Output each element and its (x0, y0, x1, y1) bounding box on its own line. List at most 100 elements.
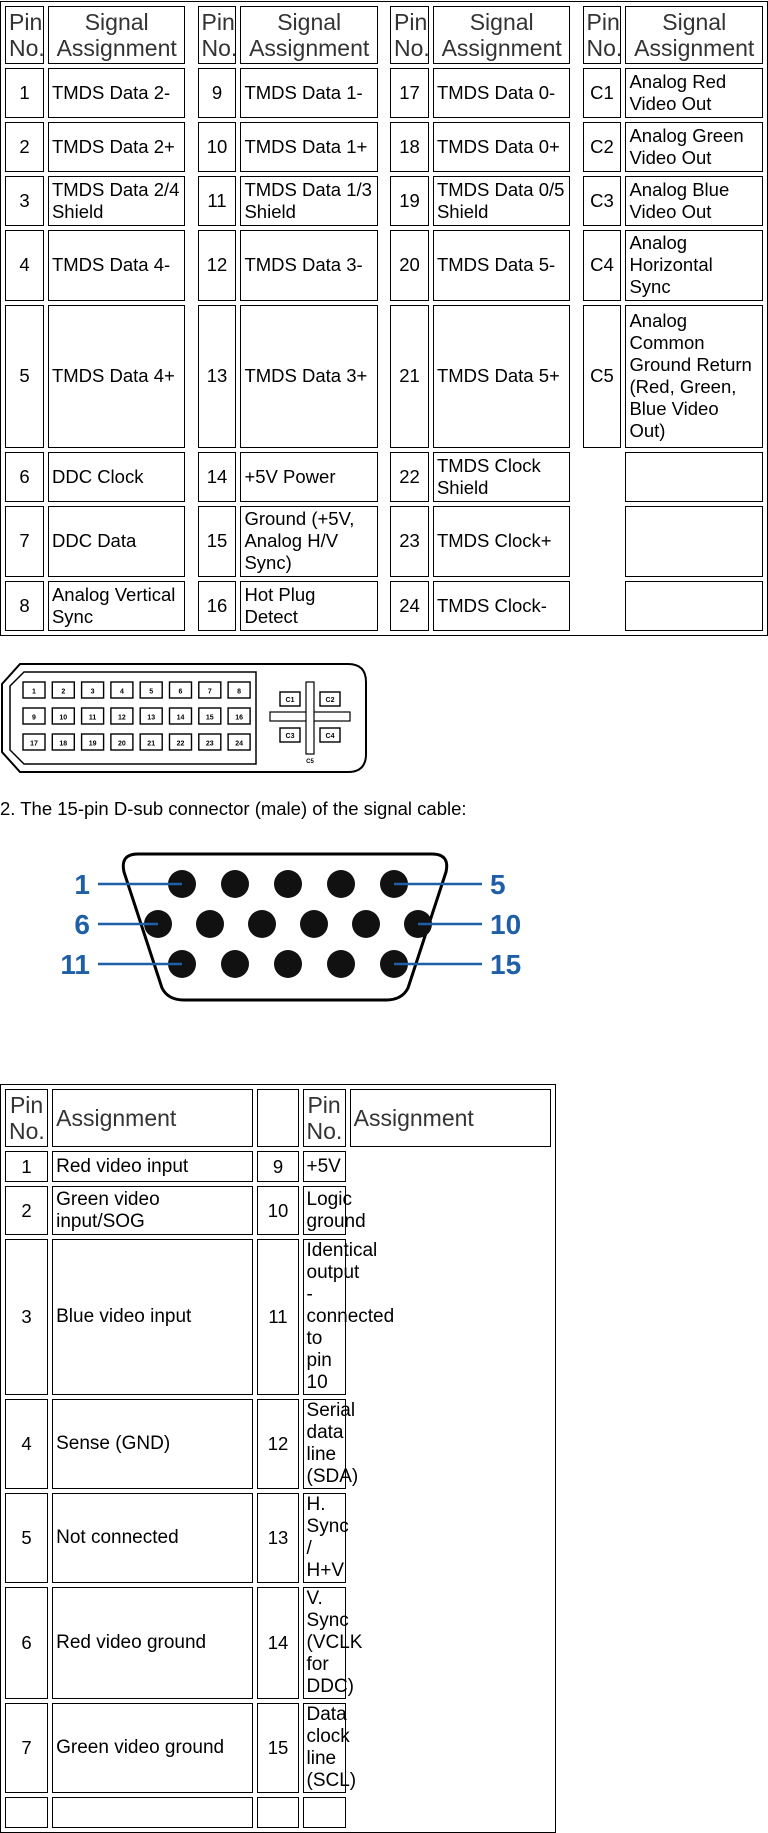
vga-pin-number-label: 6 (74, 909, 90, 940)
dvi-pin-label: 14 (177, 715, 185, 722)
pin-number: 10 (257, 1186, 299, 1235)
pin-number: 7 (5, 505, 44, 577)
dvi-analog-pin-label: C4 (326, 733, 335, 740)
table-row: 5 TMDS Data 4+ 13 TMDS Data 3+ 21 TMDS D… (5, 305, 763, 448)
dvi-pin: 10 (51, 707, 75, 725)
signal-assignment-header: Signal Assignment (625, 6, 763, 64)
signal-name: Ground (+5V, Analog H/V Sync) (240, 505, 378, 577)
pin-number: 8 (5, 581, 44, 631)
dvi-pin-label: 24 (235, 741, 243, 748)
dvi-analog-pin: C3 (279, 727, 301, 743)
signal-name: Analog Vertical Sync (47, 581, 186, 631)
pin-assignment: Data clock line (SCL) (302, 1703, 356, 1793)
signal-name: Analog Horizontal Sync (625, 229, 763, 302)
pin-number: 13 (197, 305, 237, 448)
assignment-header: Assignment (52, 1089, 254, 1147)
signal-name: Analog Red Video Out (625, 68, 763, 118)
signal-name: TMDS Clock Shield (432, 451, 571, 502)
pin-number: 9 (197, 68, 237, 118)
signal-name: TMDS Data 2/4 Shield (47, 175, 186, 226)
vga-pin (327, 870, 355, 898)
vga-pin (274, 950, 302, 978)
dvi-pin-label: 3 (91, 689, 95, 696)
dvi-pin: 18 (51, 733, 75, 751)
table-row: 3 TMDS Data 2/4 Shield 11 TMDS Data 1/3 … (5, 175, 763, 226)
pin-number: 20 (390, 229, 429, 302)
pin-no-header: Pin No. (5, 1089, 49, 1147)
pin-number: 6 (5, 451, 44, 502)
pin-assignment: Sense (GND) (52, 1399, 254, 1489)
dvi-analog-pin-label: C5 (306, 759, 314, 765)
dvi-analog-pin-label: C2 (326, 697, 335, 704)
pin-number: C5 (582, 305, 622, 448)
vga-header-row: Pin No. Assignment Pin No. Assignment (5, 1089, 551, 1147)
pin-number: C3 (582, 175, 622, 226)
pin-no-header: Pin No. (390, 6, 430, 64)
signal-name: TMDS Data 3- (240, 229, 378, 302)
dvi-analog-pin: C2 (319, 691, 341, 707)
pin-number: 6 (5, 1587, 49, 1699)
pin-number: 2 (5, 1186, 49, 1235)
table-row: 6 DDC Clock 14 +5V Power 22 TMDS Clock S… (5, 451, 763, 502)
assignment-header: Assignment (349, 1089, 551, 1147)
pin-assignment: Red video input (52, 1151, 254, 1182)
table-row: 4 TMDS Data 4- 12 TMDS Data 3- 20 TMDS D… (5, 229, 763, 302)
pin-number: 13 (257, 1493, 299, 1583)
dvi-pin: 24 (227, 733, 251, 751)
pin-number: 1 (5, 1151, 49, 1182)
empty-signal-cell (625, 505, 763, 577)
dvi-pin: 22 (168, 733, 193, 751)
dvi-analog-cross (269, 681, 351, 755)
signal-name: Analog Blue Video Out (625, 175, 763, 226)
signal-name: Hot Plug Detect (240, 581, 378, 631)
table-row: 6 Red video ground 14 V. Sync (VCLK for … (5, 1587, 551, 1699)
pin-number: C1 (582, 68, 622, 118)
empty-signal-cell (625, 581, 763, 631)
signal-name: TMDS Data 2- (47, 68, 186, 118)
vga-caption: 2. The 15-pin D-sub connector (male) of … (0, 798, 467, 819)
table-row: 2 TMDS Data 2+ 10 TMDS Data 1+ 18 TMDS D… (5, 121, 763, 172)
dvi-digital-block (9, 671, 257, 765)
pin-assignment: Serial data line (SDA) (302, 1399, 358, 1489)
signal-name: Analog Common Ground Return (Red, Green,… (625, 305, 763, 448)
signal-name: +5V Power (240, 451, 378, 502)
dvi-pin-label: 12 (118, 715, 126, 722)
empty-pin-cell (583, 506, 622, 577)
pin-number: 12 (257, 1399, 299, 1489)
dvi-pin: 5 (139, 681, 163, 699)
vga-pin (352, 910, 380, 938)
vga-pin (274, 870, 302, 898)
pin-number: 10 (197, 121, 237, 172)
dvi-pin-label: 15 (206, 715, 214, 722)
dvi-pin: 23 (198, 733, 222, 751)
dvi-pin: 4 (110, 681, 134, 699)
dvi-pin-label: 18 (59, 741, 67, 748)
vga-leader-lines (98, 882, 482, 966)
dvi-pin-label: 9 (32, 715, 36, 722)
table-row: 3 Blue video input 11 Identical output -… (5, 1239, 551, 1395)
pin-assignment: +5V (302, 1151, 346, 1182)
pin-number: 9 (257, 1151, 299, 1182)
table-row: 1 TMDS Data 2- 9 TMDS Data 1- 17 TMDS Da… (5, 68, 763, 118)
dvi-analog-pin-label: C3 (286, 733, 295, 740)
pin-assignment: Identical output - connected to pin 10 (302, 1239, 394, 1395)
pin-assignment: Logic ground (302, 1186, 366, 1235)
dvi-pin: 12 (110, 707, 134, 725)
dvi-pin: 8 (227, 681, 251, 699)
dvi-analog-pin: C4 (319, 727, 341, 743)
pin-number: 24 (390, 581, 429, 631)
pin-number: 22 (390, 451, 429, 502)
pin-number: 5 (5, 305, 44, 448)
empty-signal-cell (625, 451, 763, 502)
pin-number: 15 (197, 505, 237, 577)
vga-pin-table: Pin No. Assignment Pin No. Assignment 1 … (0, 1084, 556, 1833)
pin-no-header: Pin No. (302, 1089, 346, 1147)
pin-number (5, 1797, 49, 1828)
signal-name: TMDS Data 1+ (240, 121, 378, 172)
pin-number: 12 (197, 229, 237, 302)
signal-name: DDC Data (47, 505, 186, 577)
pin-assignment (302, 1797, 346, 1828)
empty-pin-cell (583, 581, 622, 631)
pin-number: 16 (197, 581, 237, 631)
